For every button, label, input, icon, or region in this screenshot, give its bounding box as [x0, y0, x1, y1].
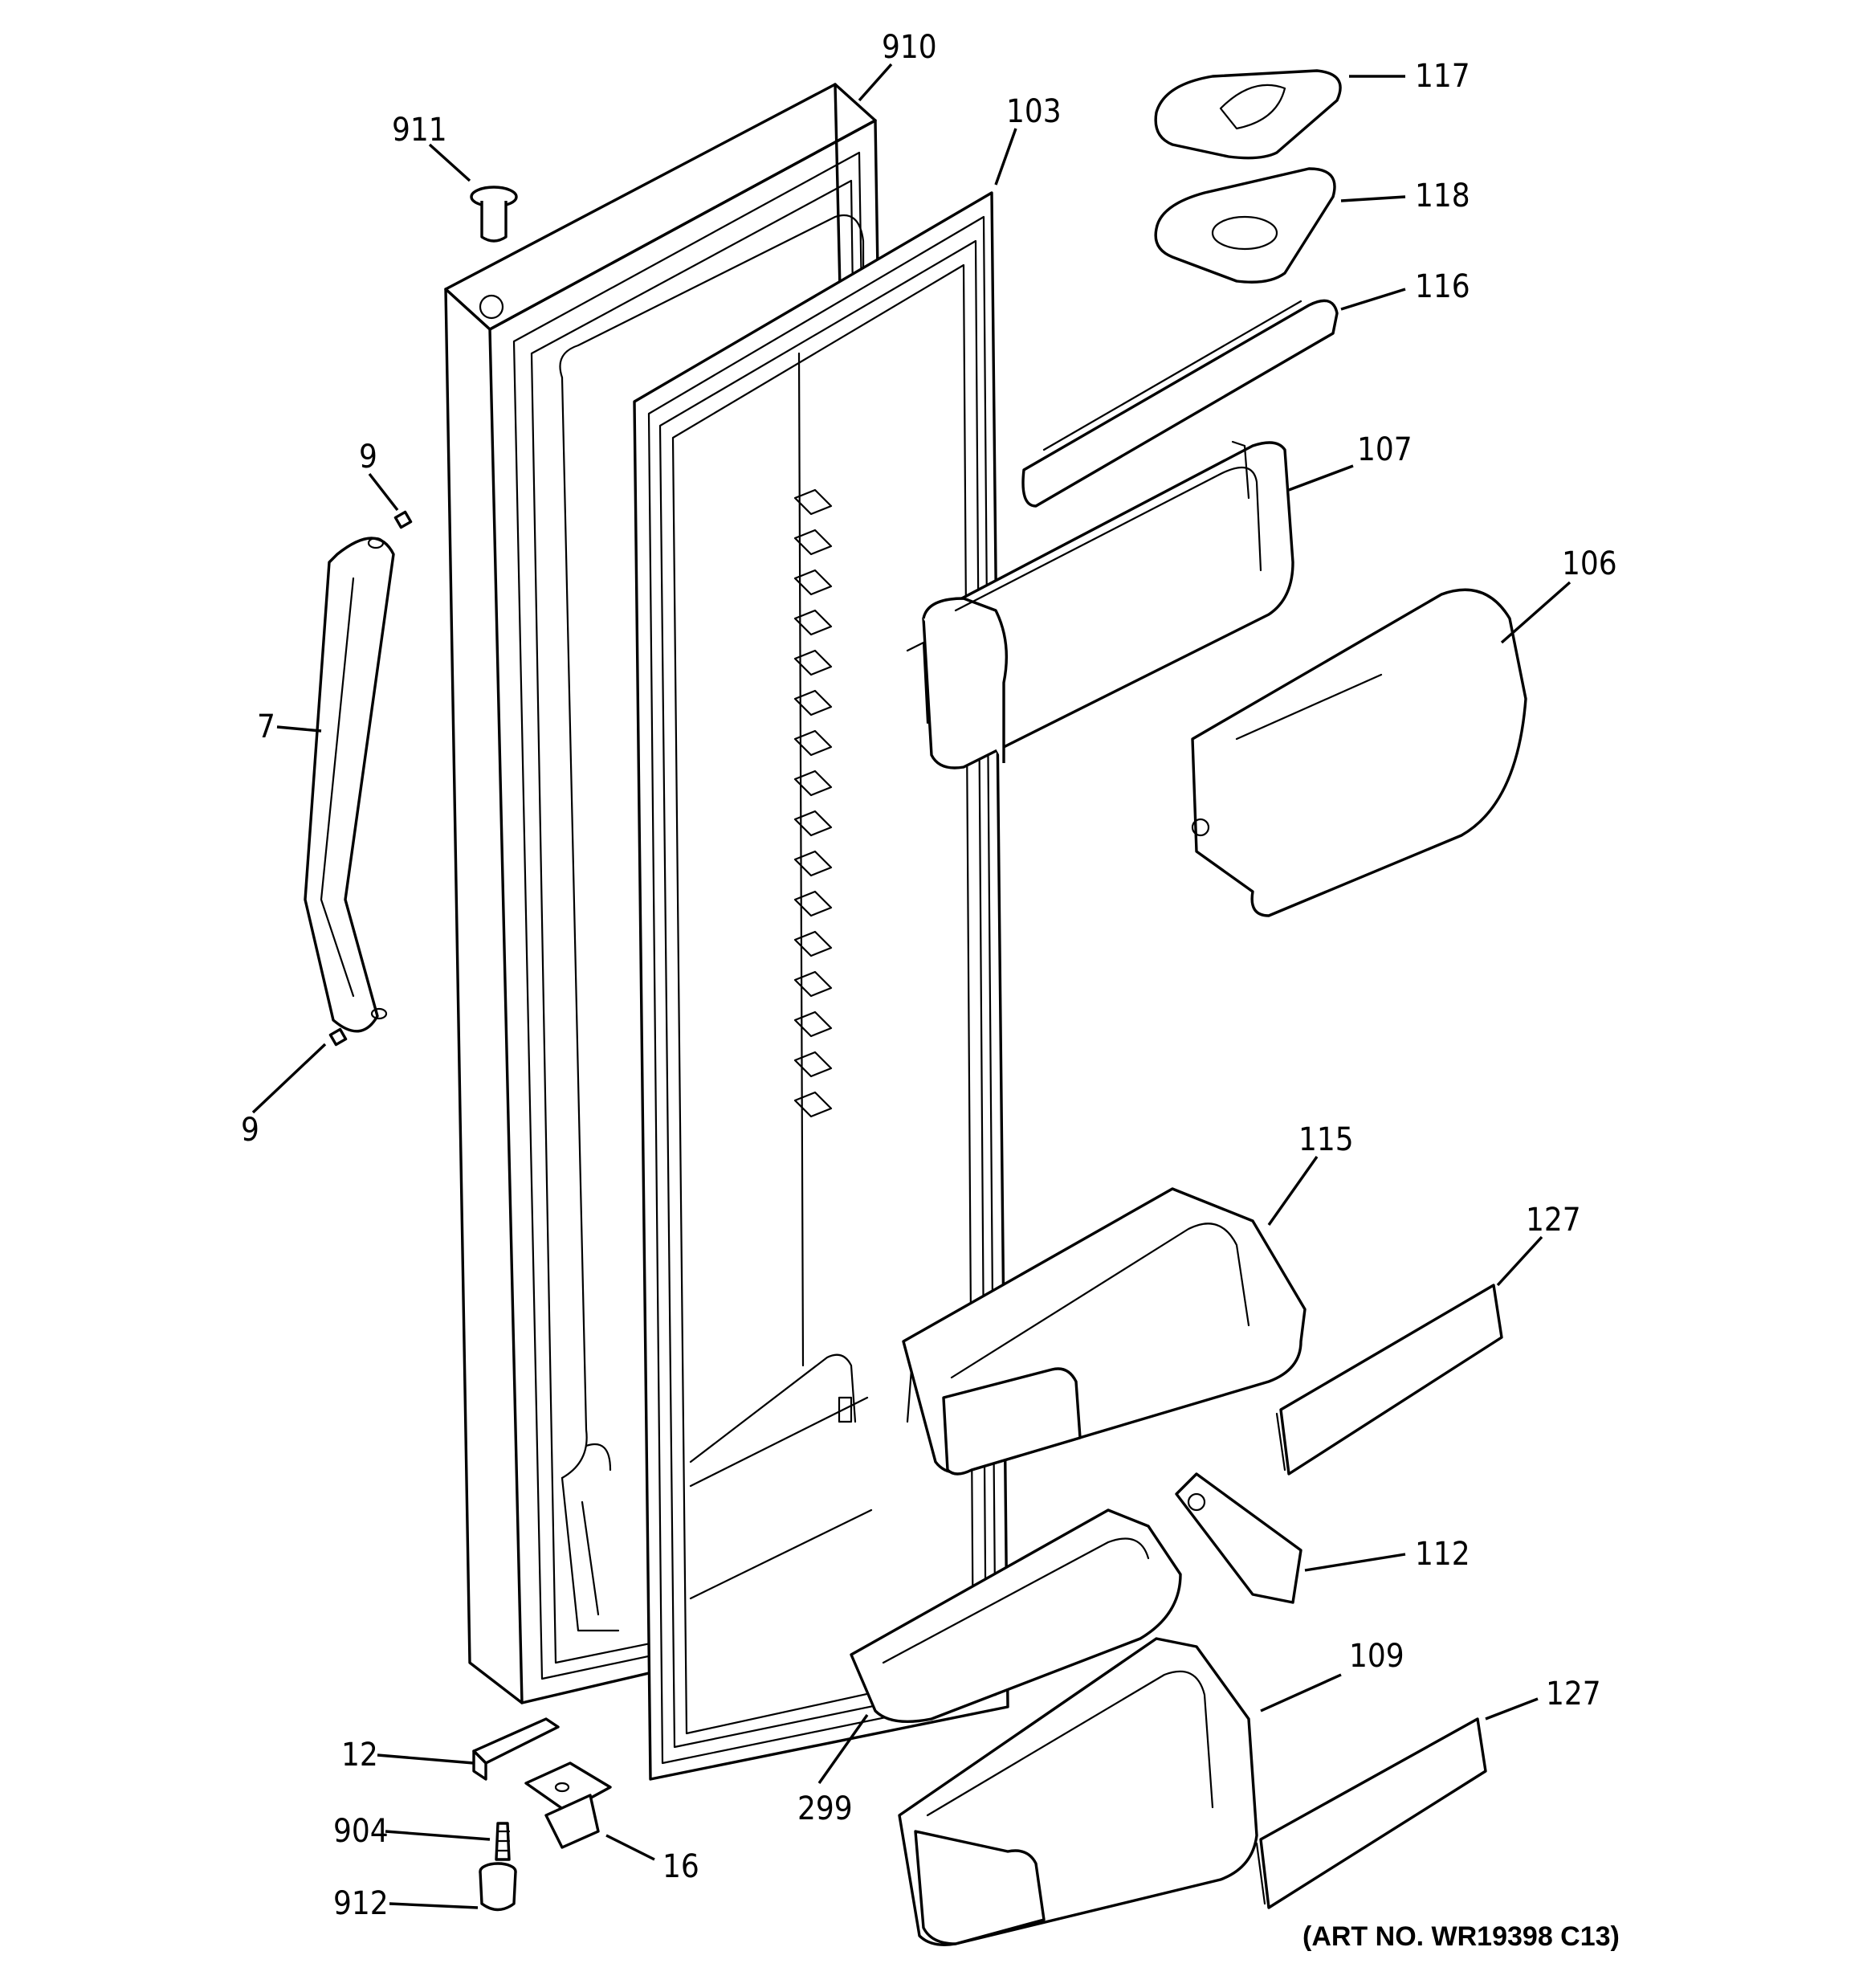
- screw-part-9-top: [393, 510, 413, 529]
- label-103: 103: [1006, 93, 1062, 130]
- bin-part-115: [902, 1187, 1307, 1476]
- label-112: 112: [1415, 1536, 1470, 1573]
- screw-part-904: [495, 1822, 511, 1861]
- label-12: 12: [341, 1737, 378, 1774]
- door-shelf-clips: [793, 488, 833, 1118]
- bushing-part-911: [470, 186, 518, 243]
- label-16: 16: [662, 1848, 699, 1885]
- label-9-top: 9: [359, 439, 377, 476]
- gasket-part-103: [633, 191, 1009, 1781]
- label-912: 912: [333, 1885, 389, 1922]
- label-107: 107: [1357, 431, 1413, 468]
- label-118: 118: [1415, 178, 1470, 214]
- label-910: 910: [882, 29, 937, 66]
- bin-part-107: [906, 440, 1294, 769]
- label-904: 904: [333, 1813, 389, 1850]
- label-117: 117: [1415, 58, 1470, 95]
- art-number: (ART NO. WR19398 C13): [1302, 1921, 1620, 1952]
- label-299: 299: [797, 1790, 853, 1827]
- tray-part-118: [1154, 167, 1336, 284]
- label-116: 116: [1415, 268, 1470, 305]
- label-127-lower: 127: [1546, 1676, 1601, 1712]
- label-109: 109: [1349, 1638, 1404, 1675]
- label-106: 106: [1562, 545, 1617, 582]
- handle-part-7: [304, 537, 395, 1033]
- cover-part-127-lower: [1255, 1717, 1487, 1909]
- label-115: 115: [1298, 1121, 1354, 1158]
- screw-part-9-bottom: [328, 1027, 348, 1047]
- rail-part-116: [1021, 299, 1339, 508]
- label-127-upper: 127: [1526, 1202, 1581, 1239]
- cover-part-127-upper: [1275, 1284, 1503, 1476]
- bin-part-109: [898, 1637, 1258, 1946]
- bracket-part-12: [472, 1717, 560, 1781]
- inner-door-ledges: [689, 352, 873, 1600]
- door-liner-rails: [561, 1443, 620, 1632]
- leader-lines: [251, 63, 1572, 1909]
- label-911: 911: [392, 112, 447, 149]
- divider-part-112: [1175, 1472, 1302, 1604]
- hinge-part-16: [524, 1761, 612, 1849]
- label-9-bottom: 9: [241, 1112, 259, 1149]
- bushing-part-912: [479, 1862, 517, 1912]
- cover-part-106: [1191, 588, 1527, 917]
- bin-part-299: [850, 1508, 1182, 1724]
- label-7: 7: [257, 708, 275, 745]
- cover-part-117: [1154, 69, 1342, 160]
